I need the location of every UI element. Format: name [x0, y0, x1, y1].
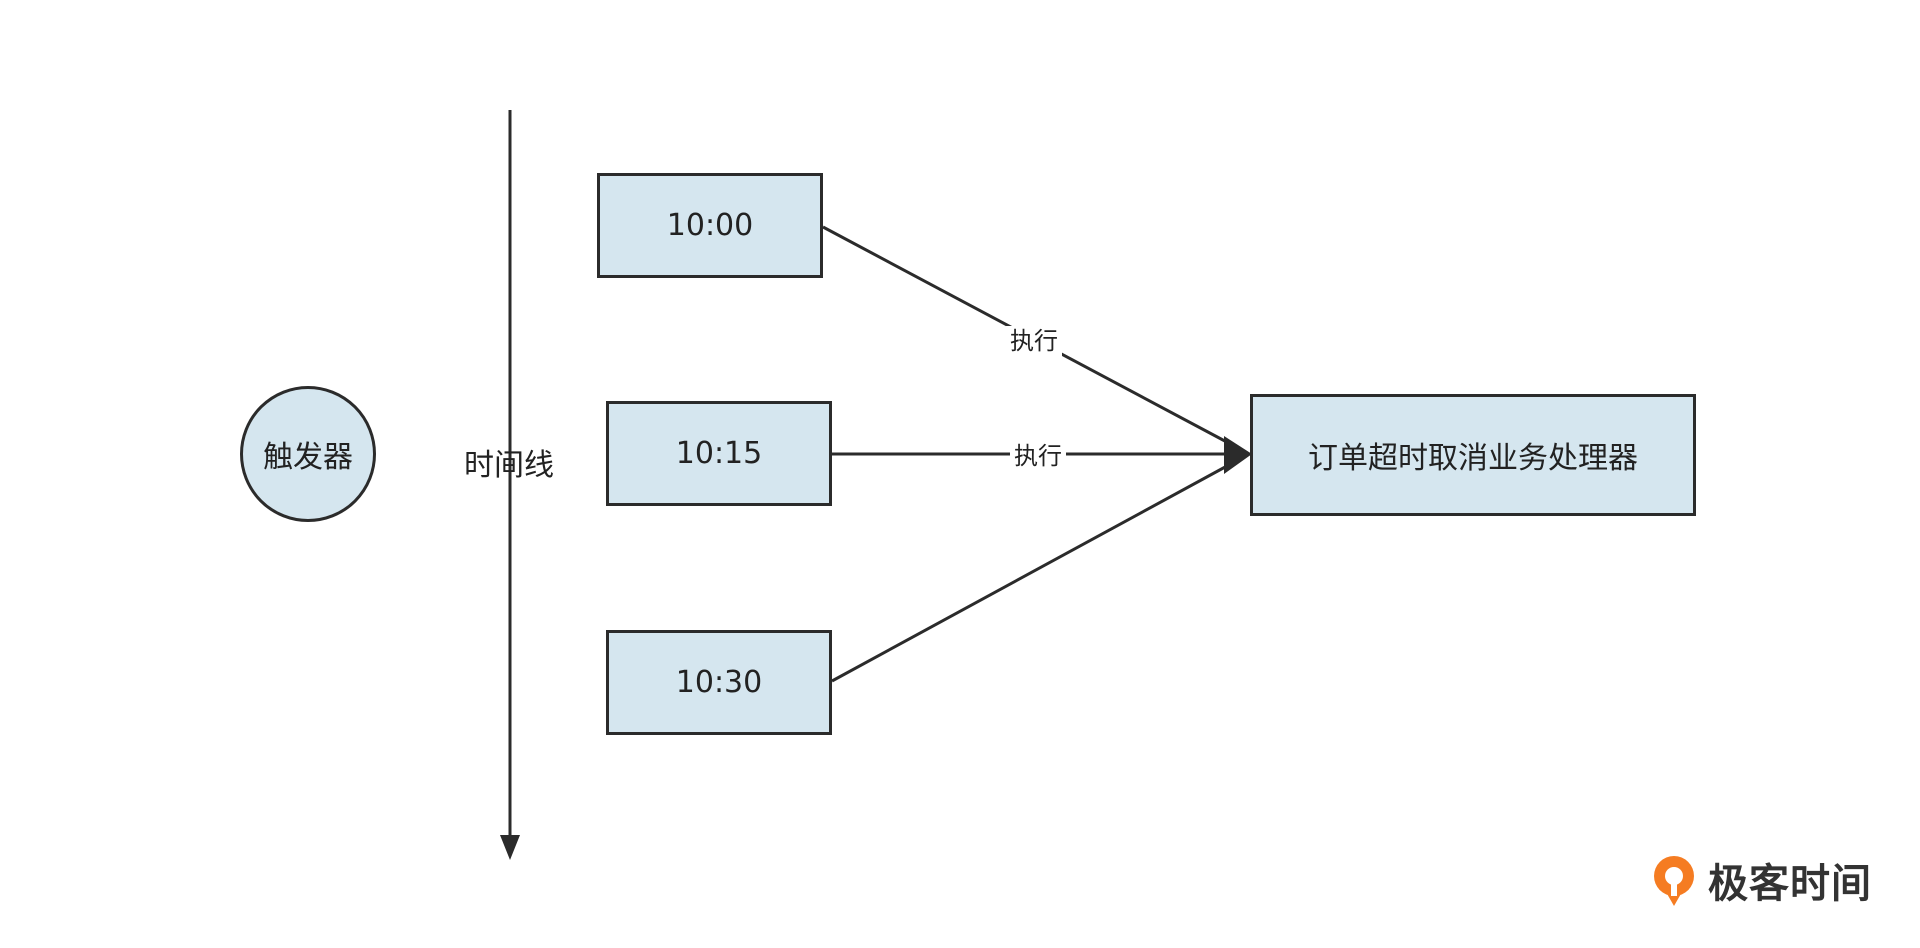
trigger-label: 触发器: [263, 440, 353, 475]
timeline-arrowhead: [500, 835, 520, 860]
handler-node: 订单超时取消业务处理器: [1250, 394, 1696, 516]
handler-label: 订单超时取消业务处理器: [1308, 441, 1638, 476]
time-label-1015: 10:15: [675, 436, 763, 471]
handler-arrowhead: [1224, 436, 1252, 474]
time-label-1000: 10:00: [666, 208, 754, 243]
brand-logo: 极客时间: [1652, 852, 1872, 908]
time-node-1000: 10:00: [597, 173, 823, 278]
time-label-1030: 10:30: [675, 665, 763, 700]
brand-logo-icon: [1654, 856, 1694, 906]
timeline-label: 时间线: [464, 448, 554, 483]
edge-label-execute-1: 执行: [1006, 326, 1062, 356]
time-node-1030: 10:30: [606, 630, 832, 735]
trigger-node: 触发器: [240, 386, 376, 522]
connector-1030: [831, 458, 1239, 683]
edge-label-execute-2: 执行: [1010, 441, 1066, 471]
time-node-1015: 10:15: [606, 401, 832, 506]
brand-logo-text: 极客时间: [1708, 861, 1872, 907]
